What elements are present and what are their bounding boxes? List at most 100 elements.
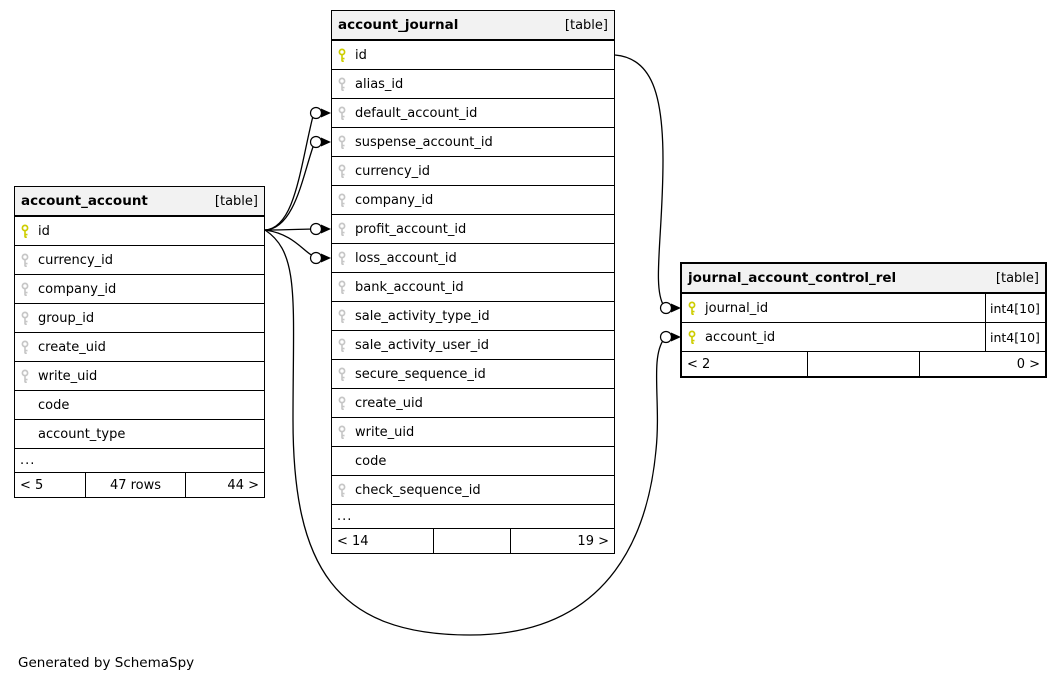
foreign-key-icon: [338, 367, 346, 381]
foreign-key-icon: [338, 483, 346, 497]
column-row-company_id: company_id: [332, 186, 614, 215]
column-name: bank_account_id: [355, 279, 464, 295]
foreign-key-icon: [21, 369, 29, 383]
foreign-key-icon: [20, 311, 31, 326]
primary-key-icon: [687, 301, 698, 316]
foreign-key-icon: [337, 135, 348, 150]
arrowhead-icon: [321, 253, 331, 263]
footer-rows-count: [434, 529, 511, 553]
column-name: create_uid: [38, 339, 106, 355]
foreign-key-icon: [21, 253, 29, 267]
footer-parents: < 5: [15, 473, 86, 497]
column-name: company_id: [355, 192, 434, 208]
foreign-key-icon: [21, 340, 29, 354]
table-header-account_account[interactable]: account_account [table]: [15, 187, 264, 217]
column-row-company_id: company_id: [15, 275, 264, 304]
column-row-profit_account_id: profit_account_id: [332, 215, 614, 244]
table-journal_account_control_rel[interactable]: journal_account_control_rel[table]journa…: [680, 262, 1047, 378]
foreign-key-icon: [337, 396, 348, 411]
footer-children: 19 >: [577, 533, 609, 549]
column-row-currency_id: currency_id: [332, 157, 614, 186]
foreign-key-icon: [338, 425, 346, 439]
foreign-key-icon: [337, 77, 348, 92]
column-name: profit_account_id: [355, 221, 467, 237]
footer-rows-count: [808, 352, 920, 376]
column-type: int4[10]: [985, 294, 1045, 322]
footer-rows-count: 47 rows: [86, 473, 186, 497]
primary-key-icon: [688, 301, 696, 315]
foreign-key-icon: [20, 282, 31, 297]
foreign-key-icon: [20, 253, 31, 268]
foreign-key-icon: [338, 164, 346, 178]
column-row-id: id: [15, 217, 264, 246]
footer-parents: < 14: [332, 529, 434, 553]
column-row-sale_activity_user_id: sale_activity_user_id: [332, 331, 614, 360]
foreign-key-icon: [20, 340, 31, 355]
column-row-check_sequence_id: check_sequence_id: [332, 476, 614, 505]
fk-line-loss-account-id: [264, 229, 314, 257]
column-name: default_account_id: [355, 105, 478, 121]
column-name: alias_id: [355, 76, 404, 92]
column-row-default_account_id: default_account_id: [332, 99, 614, 128]
fk-line-profit-account-id: [264, 228, 317, 231]
column-name: write_uid: [355, 424, 415, 440]
foreign-key-icon: [338, 280, 346, 294]
column-row-account_type: account_type: [15, 420, 264, 449]
foreign-key-icon: [20, 369, 31, 384]
hidden-columns-ellipsis: ...: [332, 505, 614, 529]
column-name: group_id: [38, 310, 95, 326]
column-row-code: code: [332, 447, 614, 476]
foreign-key-icon: [338, 396, 346, 410]
column-name: journal_id: [705, 300, 769, 316]
foreign-key-icon: [338, 135, 346, 149]
footer-children: 44 >: [227, 477, 259, 493]
table-account_journal[interactable]: account_journal[table]id alias_id default_…: [331, 10, 615, 554]
column-name: loss_account_id: [355, 250, 457, 266]
foreign-key-icon: [337, 193, 348, 208]
column-row-write_uid: write_uid: [15, 362, 264, 391]
column-row-group_id: group_id: [15, 304, 264, 333]
column-row-create_uid: create_uid: [332, 389, 614, 418]
column-name: id: [355, 47, 367, 63]
footer-parents: < 2: [682, 352, 808, 376]
foreign-key-icon: [337, 164, 348, 179]
foreign-key-icon: [337, 338, 348, 353]
foreign-key-icon: [338, 193, 346, 207]
column-name: write_uid: [38, 368, 98, 384]
foreign-key-icon: [338, 338, 346, 352]
arrowhead-icon: [321, 224, 331, 234]
foreign-key-icon: [338, 222, 346, 236]
table-type-badge: [table]: [995, 270, 1039, 286]
zero-or-one-connector: [309, 222, 323, 236]
foreign-key-icon: [338, 77, 346, 91]
column-name: check_sequence_id: [355, 482, 481, 498]
arrowhead-icon: [321, 108, 331, 118]
foreign-key-icon: [21, 311, 29, 325]
table-footer: < 14 19 >: [332, 529, 614, 553]
table-header-journal_account_control_rel[interactable]: journal_account_control_rel[table]: [682, 264, 1045, 294]
column-row-bank_account_id: bank_account_id: [332, 273, 614, 302]
primary-key-icon: [687, 330, 698, 345]
column-row-currency_id: currency_id: [15, 246, 264, 275]
zero-or-one-connector: [309, 106, 323, 120]
table-header-account_journal[interactable]: account_journal[table]: [332, 11, 614, 41]
fk-line-default-account-id: [264, 115, 314, 231]
zero-or-one-connector: [659, 301, 673, 315]
primary-key-icon: [337, 48, 348, 63]
primary-key-icon: [338, 48, 346, 62]
column-name: secure_sequence_id: [355, 366, 486, 382]
table-type-badge: [table]: [214, 193, 258, 209]
foreign-key-icon: [337, 280, 348, 295]
generated-by-note: Generated by SchemaSpy: [18, 655, 195, 671]
arrowhead-icon: [321, 137, 331, 147]
column-name: id: [38, 223, 50, 239]
foreign-key-icon: [337, 309, 348, 324]
table-title: account_account: [21, 193, 148, 209]
zero-or-one-connector: [309, 135, 323, 149]
column-row-sale_activity_type_id: sale_activity_type_id: [332, 302, 614, 331]
column-row-suspense_account_id: suspense_account_id: [332, 128, 614, 157]
primary-key-icon: [688, 330, 696, 344]
